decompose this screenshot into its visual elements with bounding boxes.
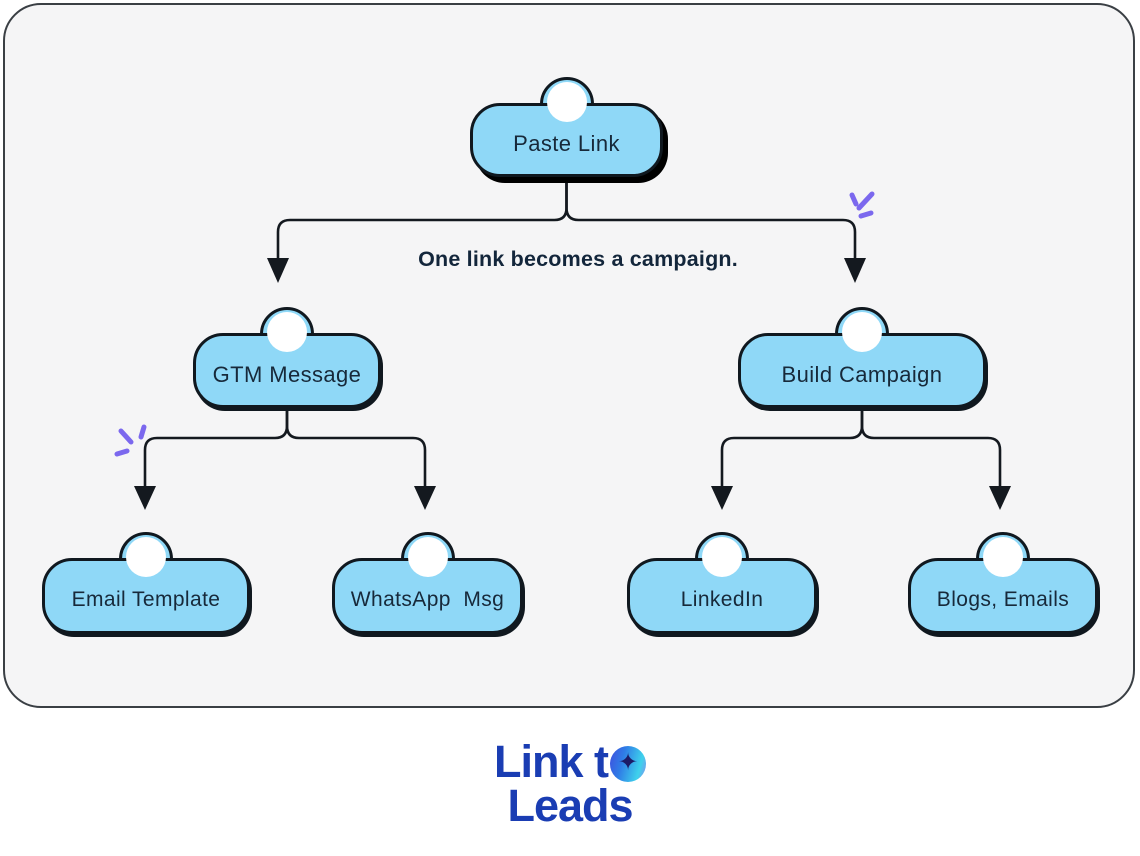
node-notch-circle [983,537,1023,577]
node-notch-circle [842,312,882,352]
node-email-template: Email Template [42,532,250,634]
node-blogs-emails: Blogs, Emails [908,532,1098,634]
caption-text: One link becomes a campaign. [418,247,738,271]
node-notch-circle [407,537,448,577]
node-notch-circle [267,312,307,352]
node-notch-circle [126,537,166,577]
node-label: Paste Link [513,131,620,156]
node-gtm-message: GTM Message [193,307,381,408]
node-label: Blogs, Emails [936,588,1070,611]
node-whatsapp-msg: WhatsApp Msg [332,532,523,634]
sparkle-star-icon: ✦ [617,749,639,777]
logo-line-2: Leads [507,780,633,831]
node-label: Email Template [71,588,221,611]
logo-o-sparkle-icon: ✦ [610,746,646,782]
node-label: GTM Message [212,361,362,387]
brand-logo: Link t ✦ Leads [0,739,1140,831]
node-linkedin: LinkedIn [627,532,817,634]
node-label: Build Campaign [781,361,943,387]
node-notch-circle [702,537,742,577]
node-paste-link: Paste Link [470,77,663,177]
node-build-campaign: Build Campaign [738,307,986,408]
node-notch-circle [546,82,587,122]
node-label: LinkedIn [680,588,764,611]
node-label: WhatsApp Msg [350,588,505,611]
node-body: GTM Message [193,333,381,408]
logo-line-1: Link t ✦ [0,739,1140,784]
logo-text-link-t: Link t [494,736,609,787]
node-body: Paste Link [470,103,663,177]
